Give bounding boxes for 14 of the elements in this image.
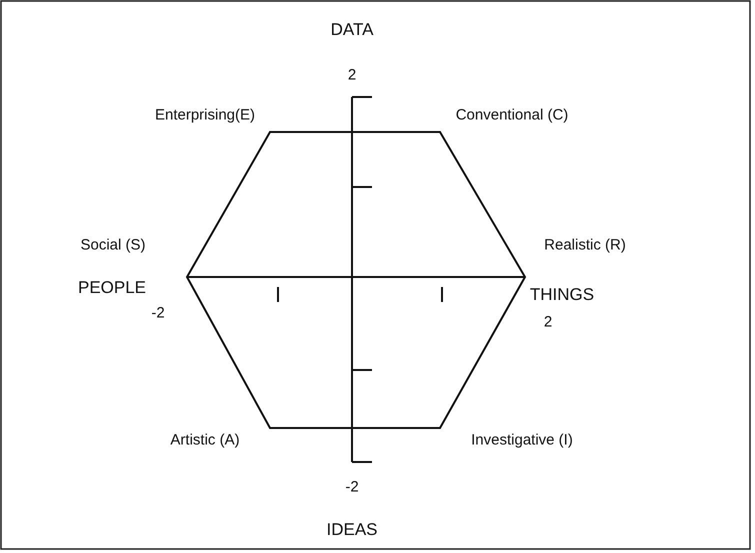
tick-label: 2 [348,66,356,84]
axis-label: DATA [330,20,374,40]
type-label: Social (S) [80,236,146,254]
type-label: Conventional (C) [456,106,568,124]
axis-label: IDEAS [326,520,378,540]
tick-label: -2 [151,304,165,322]
type-label: Artistic (A) [170,432,240,448]
type-label: Enterprising(E) [154,106,256,124]
type-label: Realistic (R) [544,236,626,254]
tick-label: -2 [345,478,359,496]
tick-label: 2 [544,314,552,330]
axis-label: THINGS [530,285,594,305]
axis-label: PEOPLE [78,278,146,298]
type-label: Investigative (I) [471,432,573,448]
